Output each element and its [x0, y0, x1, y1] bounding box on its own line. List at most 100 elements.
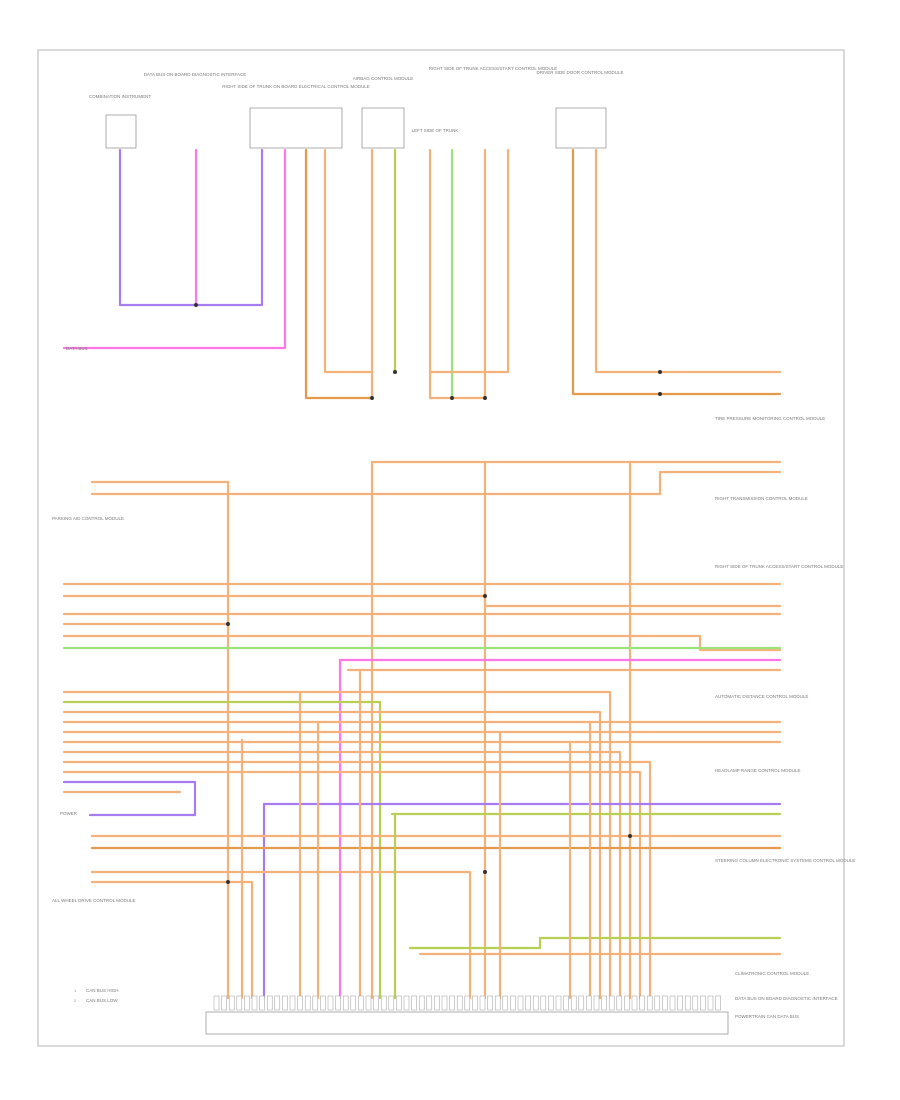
bottom-connector-label: DATA BUS ON BOARD DIAGNOSTIC INTERFACE	[735, 996, 838, 1001]
wire-bus-702-olive	[62, 700, 382, 1000]
legend-item-1: CAN BUS HIGH	[86, 988, 119, 993]
junction-9	[483, 594, 487, 598]
connector-pin	[601, 995, 607, 1011]
connector-pin	[396, 995, 402, 1011]
connector-pin	[266, 995, 273, 1011]
legend-item-2: CAN BUS LOW	[86, 998, 118, 1003]
wire-group	[62, 148, 782, 1000]
connector-pin	[411, 995, 417, 1011]
wire-bus-762	[62, 760, 652, 1000]
connector-pin	[449, 995, 455, 1011]
bottom-connector: DATA BUS ON BOARD DIAGNOSTIC INTERFACE	[205, 995, 838, 1035]
connector-pin	[312, 995, 319, 1011]
wire-pink-diagbus	[62, 148, 287, 350]
component-label-c2: DATA BUS ON BOARD DIAGNOSTIC INTERFACE	[144, 72, 247, 77]
connector-pin	[403, 995, 410, 1011]
connector-pin	[228, 995, 235, 1011]
connector-pin	[555, 995, 562, 1011]
connector-pin	[426, 995, 433, 1011]
connector-pin	[350, 995, 357, 1011]
component-label-c7: DRIVER SIDE DOOR CONTROL MODULE	[536, 70, 623, 75]
wire-violet-top	[118, 148, 264, 307]
connector-pin	[593, 995, 600, 1011]
connector-pin	[327, 995, 334, 1011]
component-box-c3	[249, 107, 343, 149]
right-label-r2: RIGHT TRANSMISSION CONTROL MODULE	[715, 496, 808, 501]
connector-pin	[472, 995, 478, 1011]
wire-bus-772	[62, 770, 642, 1000]
wire-bus-636	[62, 634, 782, 652]
junction-8	[226, 622, 230, 626]
component-label-c4: AIRBAG CONTROL MODULE	[353, 76, 414, 81]
wire-bus-948-olive	[408, 936, 782, 950]
connector-pin	[578, 995, 585, 1011]
legend-marker-2: 2	[74, 998, 77, 1003]
connector-pin	[684, 995, 691, 1011]
right-label-r7: CLIMATRONIC CONTROL MODULE	[735, 971, 809, 976]
wire-orange-top-2	[323, 148, 374, 374]
wire-bus-482	[90, 480, 230, 1000]
connector-pin	[715, 995, 721, 1011]
connector-pin	[700, 995, 706, 1011]
connector-pin	[624, 995, 630, 1011]
connector-pin	[464, 995, 471, 1011]
junction-6	[658, 370, 662, 374]
connector-pin	[221, 995, 227, 1011]
right-label-r6: STEERING COLUMN ELECTRONIC SYSTEMS CONTR…	[715, 858, 855, 863]
wire-bus-692	[62, 690, 612, 1000]
diagram-frame	[37, 49, 845, 1047]
connector-pin	[479, 995, 486, 1011]
connector-pin	[654, 995, 661, 1011]
connector-pin	[373, 995, 379, 1011]
top-components	[105, 107, 607, 149]
junction-11	[483, 870, 487, 874]
connector-pin	[365, 995, 372, 1011]
component-label-c5: LEFT SIDE OF TRUNK	[412, 128, 459, 133]
connector-pin	[358, 995, 364, 1011]
connector-pin	[662, 995, 668, 1011]
connector-pin	[456, 995, 463, 1011]
component-box-c1	[105, 114, 137, 149]
connector-pin	[236, 995, 243, 1011]
junction-2	[370, 396, 374, 400]
connector-pin	[388, 995, 395, 1011]
left-label-l1: DATA BUS	[66, 346, 88, 351]
connector-pin	[517, 995, 524, 1011]
component-label-c1: COMBINATION INSTRUMENT	[89, 94, 151, 99]
left-labels: DATA BUS PARKING AID CONTROL MODULE POWE…	[52, 346, 136, 903]
connector-pin	[540, 995, 547, 1011]
connector-pin	[608, 995, 615, 1011]
connector-pin	[707, 995, 714, 1011]
legend: 1 CAN BUS HIGH 2 CAN BUS LOW	[74, 988, 119, 1003]
wire-orange-top-7	[571, 148, 782, 396]
connector-pin	[297, 995, 303, 1011]
bottom-connector-body	[205, 1011, 729, 1035]
connector-pin	[532, 995, 539, 1011]
connector-pin	[639, 995, 645, 1011]
junction-3	[393, 370, 397, 374]
junction-10	[226, 880, 230, 884]
wire-bus-494	[90, 470, 782, 496]
junction-5	[483, 396, 487, 400]
connector-pin	[525, 995, 531, 1011]
right-label-r3: RIGHT SIDE OF TRUNK ACCESS/START CONTROL…	[715, 564, 843, 569]
connector-pin	[342, 995, 349, 1011]
wire-bus-872	[90, 870, 472, 1000]
wire-orange-top-4	[428, 148, 487, 400]
connector-pin	[586, 995, 592, 1011]
junction-12	[628, 834, 632, 838]
connector-pin	[380, 995, 387, 1011]
left-label-l3: POWER	[60, 811, 78, 816]
connector-pin	[563, 995, 569, 1011]
wire-bus-752	[62, 750, 622, 1000]
connector-pin	[570, 995, 577, 1011]
wire-orange-top-6	[428, 148, 510, 374]
legend-marker-1: 1	[74, 988, 77, 993]
left-label-l4: ALL WHEEL DRIVE CONTROL MODULE	[52, 898, 136, 903]
connector-pin	[441, 995, 448, 1011]
connector-pin	[487, 995, 493, 1011]
connector-pins	[213, 995, 721, 1011]
right-label-r4: AUTOMATIC DISTANCE CONTROL MODULE	[715, 694, 808, 699]
connector-pin	[631, 995, 638, 1011]
connector-pin	[434, 995, 440, 1011]
